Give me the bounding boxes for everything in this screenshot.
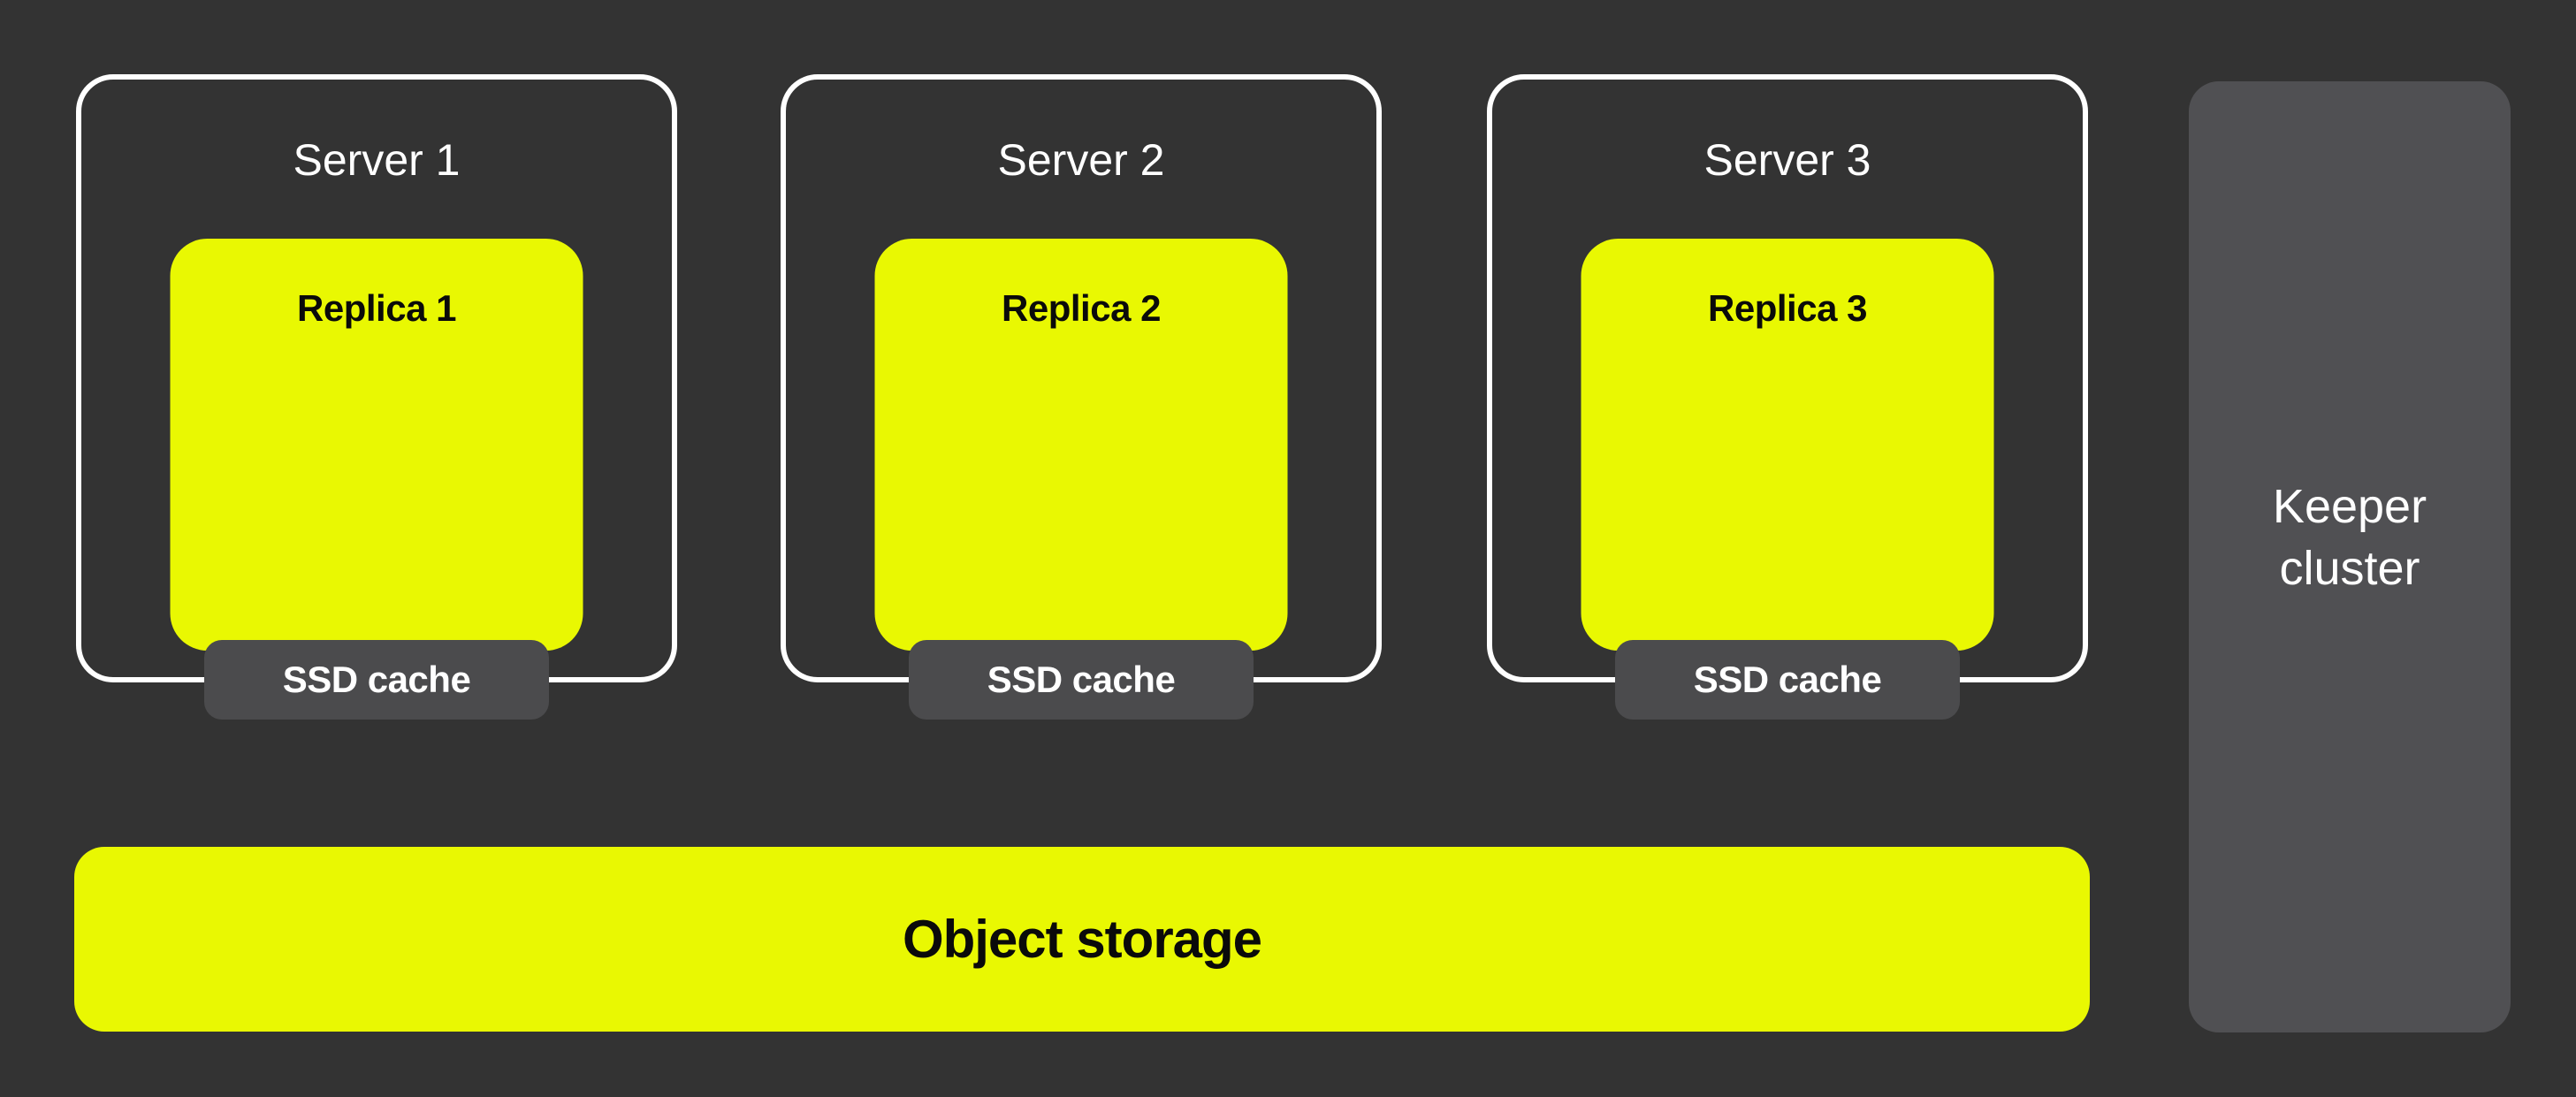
replica-2-box: Replica 2	[874, 239, 1288, 651]
object-storage-box: Object storage	[74, 847, 2090, 1032]
server-2-box: Server 2 Replica 2 SSD cache	[781, 74, 1382, 720]
ssd-cache-3-box: SSD cache	[1615, 640, 1960, 720]
replica-2-label: Replica 2	[1002, 287, 1161, 329]
server-3-box: Server 3 Replica 3 SSD cache	[1487, 74, 2088, 720]
replica-1-label: Replica 1	[297, 287, 456, 329]
ssd-cache-3-label: SSD cache	[1693, 659, 1882, 700]
server-3-label: Server 3	[1703, 135, 1871, 185]
keeper-cluster-label: Keeper cluster	[2272, 479, 2427, 595]
ssd-cache-1-box: SSD cache	[204, 640, 549, 720]
server-1-box: Server 1 Replica 1 SSD cache	[76, 74, 677, 720]
server-2-label: Server 2	[997, 135, 1165, 185]
ssd-cache-2-label: SSD cache	[987, 659, 1176, 700]
replica-1-box: Replica 1	[170, 239, 583, 651]
replica-3-box: Replica 3	[1581, 239, 1994, 651]
object-storage-label: Object storage	[902, 909, 1262, 969]
replica-3-label: Replica 3	[1708, 287, 1867, 329]
server-1-label: Server 1	[293, 135, 461, 185]
ssd-cache-2-box: SSD cache	[909, 640, 1254, 720]
ssd-cache-1-label: SSD cache	[282, 659, 471, 700]
keeper-cluster-box: Keeper cluster	[2189, 81, 2511, 1032]
